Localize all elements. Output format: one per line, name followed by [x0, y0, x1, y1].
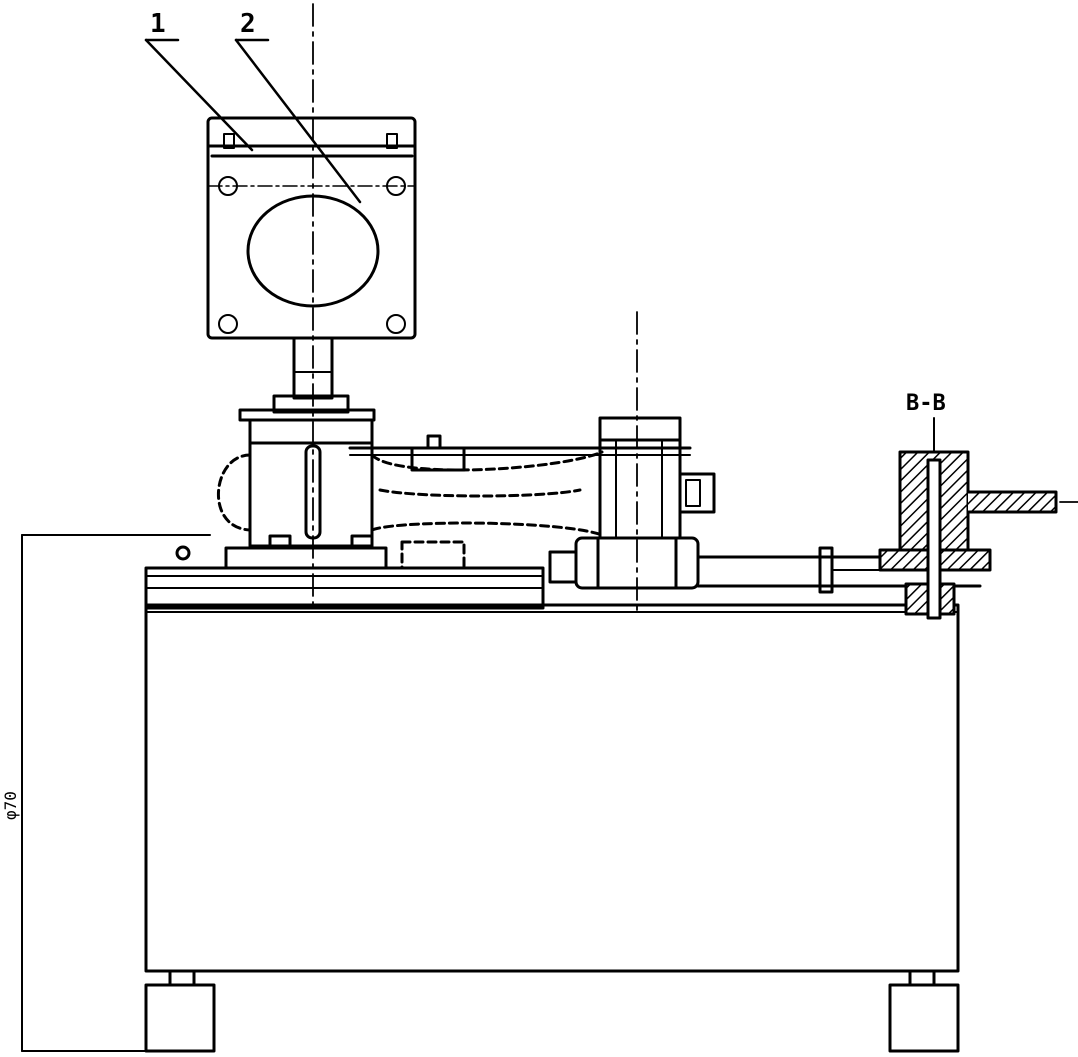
screw-icon	[218, 314, 238, 334]
screw-icon	[386, 314, 406, 334]
base-cabinet	[144, 603, 960, 973]
callout-1-label: 1	[150, 9, 166, 39]
motor-head-housing	[206, 116, 417, 340]
hex-nut	[548, 536, 700, 590]
section-label: B-B	[906, 391, 946, 416]
section-bb-part	[878, 417, 1058, 620]
height-dimension	[21, 534, 211, 1052]
height-dimension-label: φ70	[1, 791, 20, 820]
left-foot	[144, 969, 216, 1053]
drive-belt	[348, 434, 692, 472]
callout-leaders	[144, 38, 362, 204]
clamp-block	[248, 418, 374, 550]
top-plate	[144, 545, 545, 610]
callout-2-label: 2	[240, 9, 256, 39]
dashed-rotor	[216, 450, 604, 570]
pulley-block	[598, 416, 716, 540]
bolt-head-icon	[175, 545, 191, 561]
center-lines	[312, 3, 1078, 615]
vertical-shaft	[238, 336, 376, 422]
right-foot	[888, 969, 960, 1053]
